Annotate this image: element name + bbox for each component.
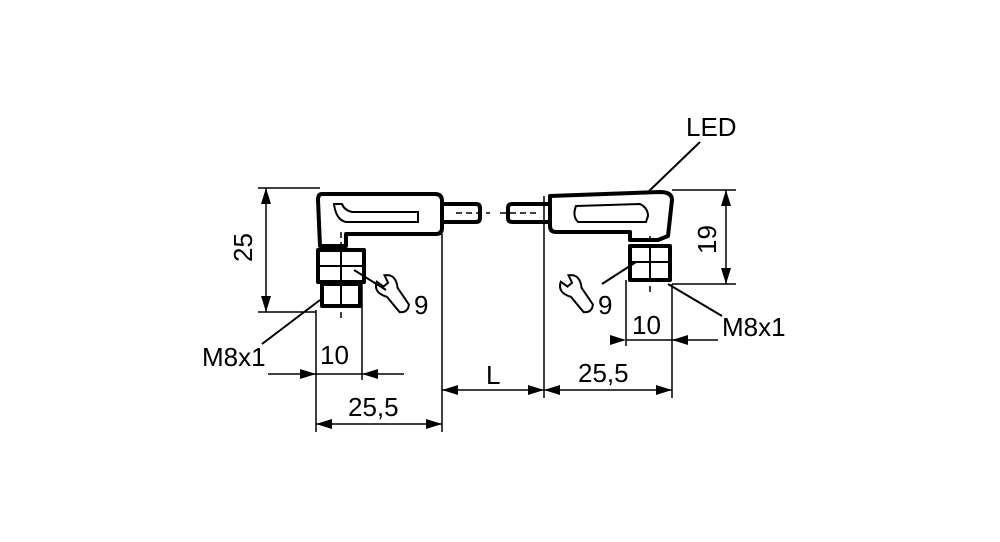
label-width-10-left: 10: [320, 340, 349, 370]
dim-length: L: [442, 196, 545, 398]
label-thread-left: M8x1: [202, 342, 266, 372]
dim-height-left: 25: [228, 187, 320, 313]
label-length: L: [486, 360, 500, 390]
label-led: LED: [686, 112, 737, 142]
wrench-leader-right: [601, 261, 637, 285]
label-height-left: 25: [228, 233, 258, 262]
right-housing: [548, 190, 674, 242]
label-wrench-right: 9: [598, 290, 612, 320]
wrench-icon: [374, 274, 410, 314]
dim-height-right: 19: [672, 189, 736, 285]
left-connector: [316, 192, 490, 322]
right-connector: [500, 190, 674, 292]
label-wrench-left: 9: [414, 290, 428, 320]
left-housing: [316, 192, 444, 248]
led-leader: [645, 141, 701, 195]
label-width-25-5-right: 25,5: [578, 358, 629, 388]
label-width-10-right: 10: [632, 310, 661, 340]
right-cable: [506, 202, 552, 224]
label-thread-right: M8x1: [722, 312, 786, 342]
thread-leader-right: [667, 283, 723, 317]
wrench-leader-left: [353, 269, 387, 291]
dim-width-10-left: 10: [268, 282, 404, 432]
dim-width-10-right: 10: [610, 280, 718, 346]
dim-width-25-5-left: 25,5: [316, 234, 443, 432]
wrench-icon: [558, 274, 594, 314]
label-height-right: 19: [692, 225, 722, 254]
thread-leader-left: [261, 299, 321, 345]
label-width-25-5-left: 25,5: [348, 392, 399, 422]
dim-width-25-5-right: 25,5: [544, 284, 673, 398]
left-housing-groove: [332, 203, 419, 223]
right-housing-groove: [573, 202, 650, 223]
